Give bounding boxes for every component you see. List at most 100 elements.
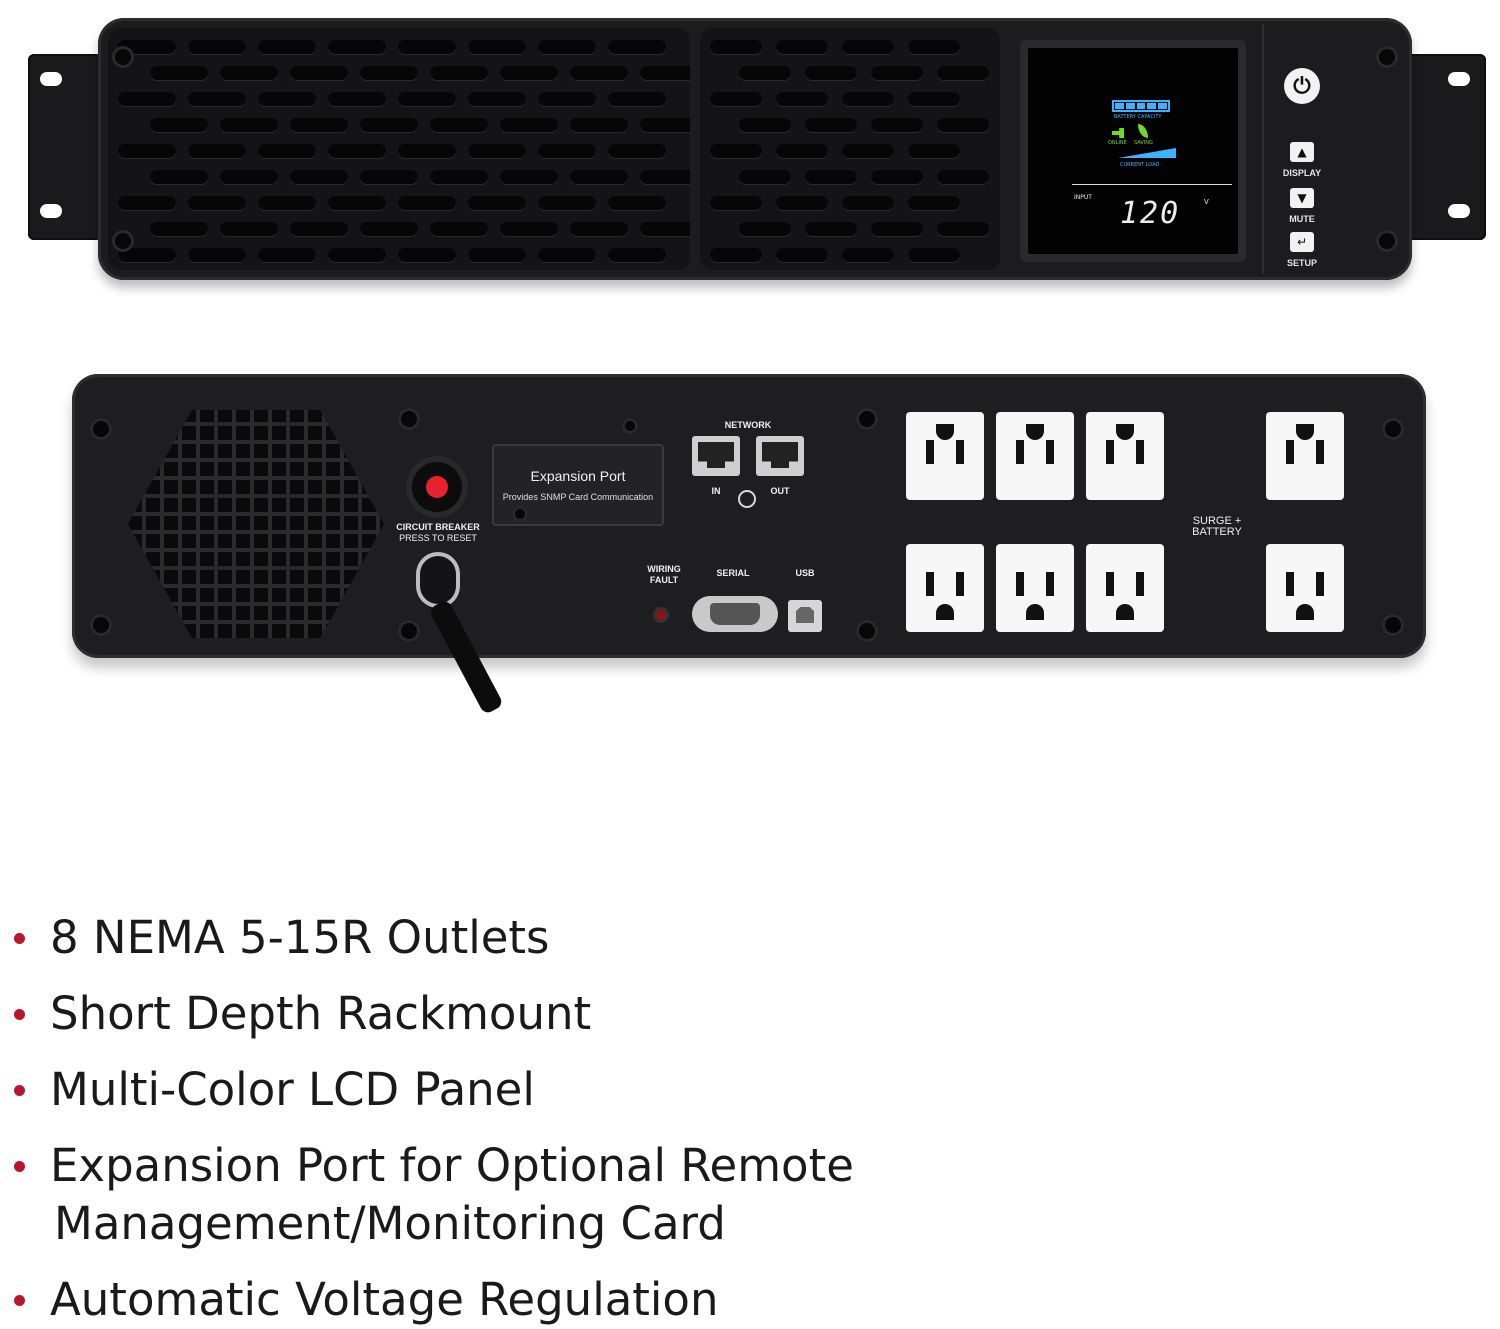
vent-slot [936, 170, 989, 184]
nema-outlet[interactable] [1266, 544, 1344, 632]
network-out-label: OUT [770, 486, 790, 496]
vent-slot [776, 40, 828, 54]
circuit-breaker-button[interactable] [406, 456, 468, 518]
vent-slot [499, 222, 558, 236]
vent-slot [569, 66, 628, 80]
vent-slot [710, 92, 762, 106]
outlet-slot [1026, 604, 1044, 620]
vent-slot [258, 144, 316, 158]
vent-slot [289, 170, 348, 184]
power-button[interactable]: ⏻ [1284, 68, 1320, 104]
vent-slot [908, 248, 960, 262]
vent-slot [804, 170, 857, 184]
vent-slot [118, 144, 176, 158]
network-out-port[interactable] [756, 436, 804, 476]
vent-slot [499, 170, 558, 184]
outlet-slot [1286, 440, 1294, 464]
current-load-icon [1118, 148, 1176, 158]
vent-slot [219, 66, 278, 80]
mount-hole [40, 72, 62, 86]
setup-button[interactable]: ↵ [1290, 232, 1314, 252]
nema-outlet[interactable] [1086, 412, 1164, 500]
outlet-slot [1106, 440, 1114, 464]
screw [90, 614, 112, 636]
outlet-slot [1016, 440, 1024, 464]
mute-label: MUTE [1289, 214, 1315, 224]
vent-slot [219, 222, 278, 236]
front-vent-grille-left [108, 28, 690, 270]
screw [112, 46, 134, 68]
outlet-slot [1316, 572, 1324, 596]
outlet-slot [1046, 572, 1054, 596]
vent-slot [608, 40, 666, 54]
vent-slot [710, 196, 762, 210]
screw [398, 620, 420, 642]
outlet-slot [1046, 440, 1054, 464]
usb-port[interactable] [788, 600, 822, 632]
nema-outlet[interactable] [996, 412, 1074, 500]
vent-slot [710, 248, 762, 262]
feature-list: 8 NEMA 5-15R Outlets Short Depth Rackmou… [0, 900, 1500, 1328]
down-arrow-icon: ▼ [1297, 191, 1307, 205]
vent-slot [870, 118, 923, 132]
outlet-slot [926, 572, 934, 596]
network-label: NETWORK [724, 420, 772, 430]
serial-port[interactable] [692, 596, 778, 632]
nema-outlet[interactable] [996, 544, 1074, 632]
vent-slot [738, 118, 791, 132]
vent-slot [842, 144, 894, 158]
vent-slot [219, 118, 278, 132]
right-rack-ear [1404, 54, 1486, 240]
press-to-reset-text: PRESS TO RESET [399, 533, 477, 543]
leaf-icon [1138, 124, 1148, 138]
screw [622, 418, 638, 434]
outlet-slot [1296, 604, 1314, 620]
nema-outlet[interactable] [1086, 544, 1164, 632]
vent-slot [538, 144, 596, 158]
vent-slot [468, 248, 526, 262]
vent-slot [118, 92, 176, 106]
expansion-port[interactable]: Expansion Port Provides SNMP Card Commun… [492, 444, 664, 526]
mute-button[interactable]: ▼ [1290, 188, 1314, 208]
vent-slot [936, 118, 989, 132]
outlet-slot [956, 440, 964, 464]
front-vent-grille-right [700, 28, 1000, 270]
current-load-label: CURRENT LOAD [1120, 162, 1160, 168]
outlet-slot [1026, 424, 1044, 440]
outlet-slot [936, 604, 954, 620]
vent-slot [118, 248, 176, 262]
vent-slot [569, 222, 628, 236]
battery-capacity-icon [1112, 100, 1170, 112]
vent-slot [398, 92, 456, 106]
vent-slot [776, 248, 828, 262]
vent-slot [776, 196, 828, 210]
vent-slot [149, 222, 208, 236]
voltage-readout: 120 [1120, 196, 1181, 231]
ups-rear-panel: CIRCUIT BREAKER PRESS TO RESET Expansion… [0, 360, 1500, 716]
nema-outlet[interactable] [906, 412, 984, 500]
power-cable [428, 598, 505, 716]
vent-slot [608, 248, 666, 262]
vent-slot [738, 222, 791, 236]
vent-slot [188, 40, 246, 54]
outlet-slot [1136, 440, 1144, 464]
vent-slot [908, 144, 960, 158]
vent-slot [188, 92, 246, 106]
vent-slot [398, 40, 456, 54]
vent-slot [608, 92, 666, 106]
vent-slot [608, 144, 666, 158]
outlet-slot [956, 572, 964, 596]
vent-slot [908, 92, 960, 106]
left-rack-ear [28, 54, 102, 240]
vent-slot [359, 66, 418, 80]
network-in-port[interactable] [692, 436, 740, 476]
screw [1382, 614, 1404, 636]
screw [90, 418, 112, 440]
vent-slot [936, 66, 989, 80]
nema-outlet[interactable] [906, 544, 984, 632]
feature-item: Short Depth Rackmount [50, 987, 592, 1040]
vent-slot [328, 40, 386, 54]
outlet-slot [1016, 572, 1024, 596]
display-button[interactable]: ▲ [1290, 142, 1314, 162]
nema-outlet[interactable] [1266, 412, 1344, 500]
